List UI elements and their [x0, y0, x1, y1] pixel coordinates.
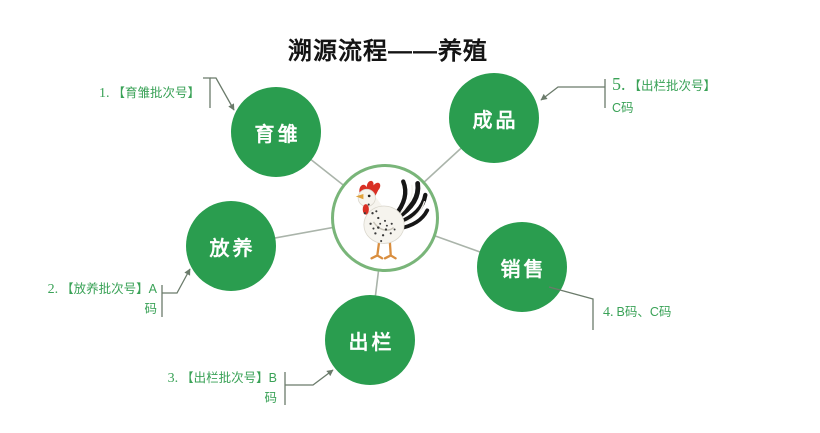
- annotation-1-text: 【育雏批次号】: [112, 86, 200, 100]
- callout-arrow-1: [210, 77, 235, 111]
- annotation-5-text: 【出栏批次号】C码: [612, 79, 710, 115]
- node-chulan: 出栏: [325, 295, 415, 385]
- annotation-3-text: 【出栏批次号】B码: [181, 371, 277, 406]
- annotation-2-text: 【放养批次号】A码: [61, 282, 157, 317]
- callout-line-4: [548, 286, 594, 330]
- annotation-3-number: 3.: [167, 371, 179, 386]
- annotation-1-number: 1.: [98, 86, 110, 101]
- annotation-4-number: 4.: [603, 305, 614, 320]
- node-xiaoshou-label: 销售: [500, 258, 547, 281]
- node-yuchu-label: 育雏: [254, 123, 301, 146]
- page-title: 溯源流程——养殖: [288, 38, 488, 65]
- annotation-1-yuchu-batch: 1.【育雏批次号】: [99, 84, 200, 104]
- annotation-4-text: B码、C码: [616, 305, 672, 319]
- node-yuchu: 育雏: [231, 87, 321, 177]
- annotation-5-number: 5.: [612, 74, 626, 94]
- annotation-4-codes: 4.B码、C码: [603, 303, 671, 323]
- node-xiaoshou: 销售: [477, 222, 567, 312]
- callout-line-1: [203, 77, 211, 108]
- node-fangyang: 放养: [186, 201, 276, 291]
- node-chengpin: 成品: [449, 73, 539, 163]
- annotation-3-chulan-batch: 3.【出栏批次号】B码: [165, 369, 277, 407]
- annotation-2-number: 2.: [47, 282, 59, 297]
- node-fangyang-label: 放养: [209, 237, 256, 260]
- callout-arrow-5: [540, 86, 605, 101]
- callout-arrow-2: [162, 268, 191, 294]
- center-circle: [331, 164, 439, 272]
- rooster-image: [355, 179, 430, 260]
- node-chulan-label: 出栏: [348, 331, 395, 354]
- annotation-2-fangyang-batch: 2.【放养批次号】A码: [45, 280, 157, 318]
- callout-arrow-3: [285, 369, 334, 386]
- node-chengpin-label: 成品: [472, 109, 519, 132]
- annotation-5-chulan-batch: 5.【出栏批次号】C码: [612, 71, 715, 118]
